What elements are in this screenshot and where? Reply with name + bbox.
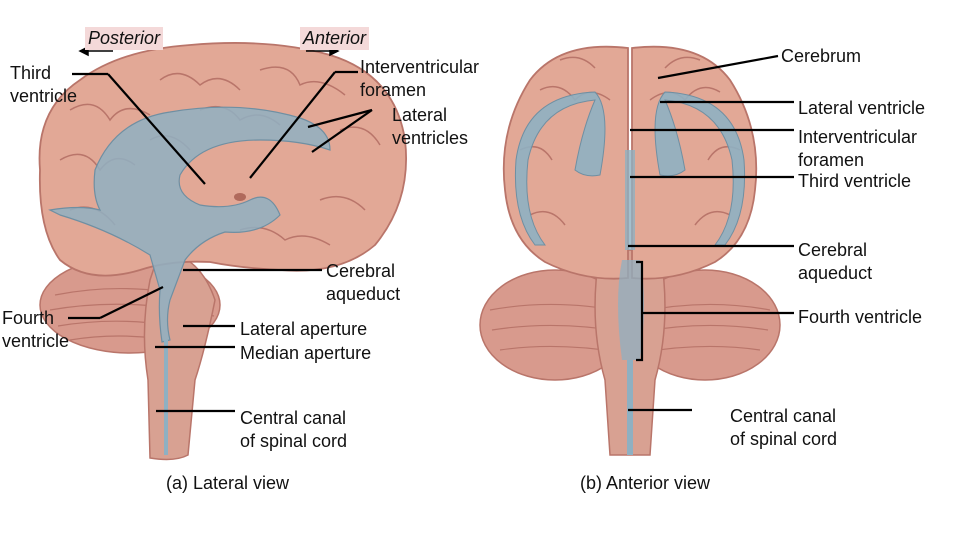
leader-fourth-ventricle-diag [99, 286, 164, 319]
central-canal-b-label: Central canal of spinal cord [730, 406, 838, 449]
leader-cerebrum [657, 54, 779, 80]
anterior-third-ventricle [625, 150, 635, 250]
leader-interventricular-foramen-diag [249, 71, 336, 179]
lateral-leader-lines [68, 70, 373, 413]
lateral-cerebrum [38, 42, 407, 277]
leader-third-ventricle-diag [107, 73, 206, 185]
cerebrum-label: Cerebrum [781, 46, 862, 66]
interventricular-foramen-label: Interventricular foramen [360, 57, 480, 100]
third-ventricle-b-label: Third ventricle [798, 171, 912, 191]
posterior-label: Posterior [85, 27, 164, 50]
fourth-ventricle-b-label: Fourth ventricle [798, 307, 923, 327]
anterior-cerebellum-folia [489, 303, 771, 353]
lateral-ventricle-label: Lateral ventricle [798, 98, 926, 118]
anterior-lateral-ventricle-left [514, 91, 606, 246]
cerebral-aqueduct-b-label: Cerebral aqueduct [798, 240, 873, 283]
lateral-brain-illustration [38, 42, 407, 461]
third-ventricle-label: Third ventricle [10, 63, 78, 106]
lateral-central-canal [164, 340, 168, 455]
fourth-ventricle-label: Fourth ventricle [2, 308, 70, 351]
anterior-fourth-ventricle [618, 260, 644, 360]
lateral-brainstem [143, 249, 216, 461]
leader-lateral-ventricles-1 [307, 108, 373, 129]
fourth-ventricle-bracket [636, 260, 644, 362]
interventricular-foramen-b-label: Interventricular foramen [798, 127, 918, 170]
lateral-aperture-label: Lateral aperture [240, 319, 368, 339]
anterior-view-caption: (b) Anterior view [580, 473, 711, 493]
median-aperture-label: Median aperture [240, 343, 372, 363]
anterior-central-canal [627, 360, 633, 455]
anterior-leader-lines [628, 54, 794, 412]
leader-lateral-ventricles-2 [311, 109, 373, 153]
lateral-view-caption: (a) Lateral view [166, 473, 290, 493]
anterior-label: Anterior [300, 27, 370, 50]
central-canal-label: Central canal of spinal cord [240, 408, 348, 451]
lateral-ventricles-shape [48, 106, 331, 343]
lateral-cerebellum-folia [49, 288, 215, 346]
anterior-brain-illustration [479, 45, 781, 456]
cerebral-aqueduct-label: Cerebral aqueduct [326, 261, 401, 304]
lateral-interventricular-foramen-dot [234, 193, 246, 201]
lateral-ventricles-label: Lateral ventricles [392, 105, 469, 148]
